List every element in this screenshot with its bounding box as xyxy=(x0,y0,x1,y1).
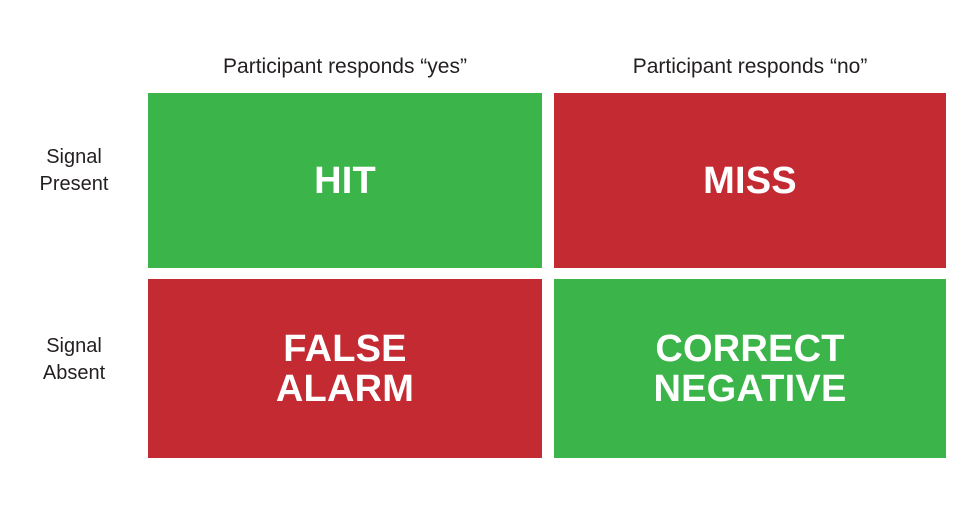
row-header-signal-present-line1: Signal xyxy=(46,146,102,168)
cell-false-alarm-label-line2: ALARM xyxy=(275,367,415,410)
row-header-signal-absent-line1: Signal xyxy=(46,335,102,357)
cell-miss-label-group: MISS xyxy=(703,161,797,201)
cell-correct-negative-label-line1: CORRECT xyxy=(655,327,845,370)
cell-correct-negative-label-group: CORRECT NEGATIVE xyxy=(653,329,846,409)
cell-correct-negative: CORRECT NEGATIVE xyxy=(554,279,946,458)
cell-correct-negative-label-line2: NEGATIVE xyxy=(653,367,847,410)
cell-hit-label: HIT xyxy=(314,159,376,202)
cell-hit: HIT xyxy=(148,93,542,268)
row-header-signal-present-line2: Present xyxy=(39,173,109,195)
row-header-signal-absent-line2: Absent xyxy=(42,362,106,384)
cell-hit-label-group: HIT xyxy=(314,161,376,201)
cell-false-alarm-label-line1: FALSE xyxy=(283,327,407,370)
cell-miss: MISS xyxy=(554,93,946,268)
cell-false-alarm-label-group: FALSE ALARM xyxy=(276,329,414,409)
row-header-signal-present: Signal Present xyxy=(6,144,142,198)
column-header-responds-yes: Participant responds “yes” xyxy=(223,55,467,78)
column-header-responds-no: Participant responds “no” xyxy=(632,55,868,78)
row-header-signal-absent: Signal Absent xyxy=(6,333,142,387)
cell-false-alarm: FALSE ALARM xyxy=(148,279,542,458)
cell-miss-label: MISS xyxy=(703,159,797,202)
